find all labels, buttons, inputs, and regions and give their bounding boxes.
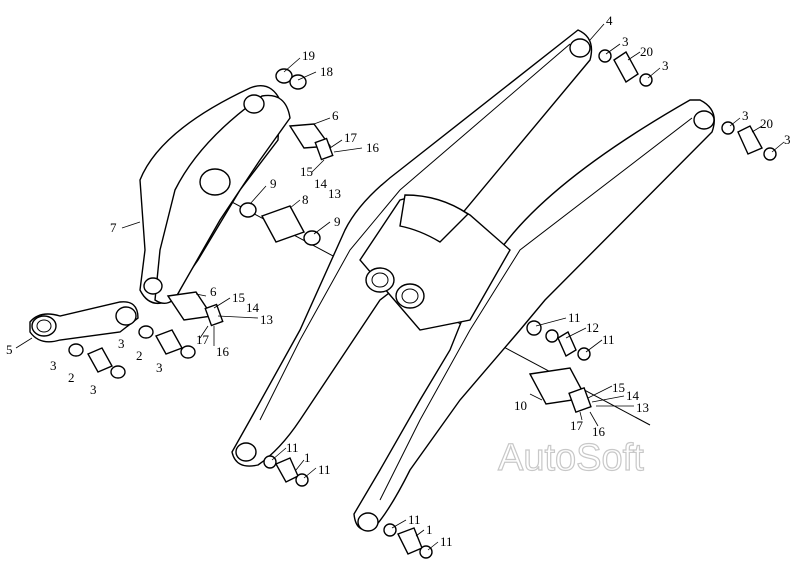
callout-3: 3 [784, 132, 791, 147]
callout-3: 3 [662, 58, 669, 73]
callout-4: 4 [606, 13, 613, 28]
callout-11: 11 [568, 310, 581, 325]
callout-11: 11 [286, 440, 299, 455]
callout-7: 7 [110, 220, 117, 235]
bellcrank [139, 85, 291, 304]
callout-11: 11 [440, 534, 453, 549]
callout-5: 5 [6, 342, 13, 357]
callout-2: 2 [68, 370, 75, 385]
callout-labels: 4 3 20 3 3 20 3 19 18 6 17 16 15 14 13 9… [6, 13, 791, 549]
callout-17: 17 [196, 332, 210, 347]
callout-13: 13 [260, 312, 273, 327]
callout-15: 15 [232, 290, 245, 305]
callout-9: 9 [334, 214, 341, 229]
callout-14: 14 [626, 388, 640, 403]
callout-17: 17 [570, 418, 584, 433]
callout-16: 16 [592, 424, 606, 439]
callout-2: 2 [136, 348, 143, 363]
link-rod [29, 301, 139, 343]
callout-14: 14 [246, 300, 260, 315]
callout-18: 18 [320, 64, 333, 79]
lift-arm-front [353, 99, 715, 532]
callout-16: 16 [216, 344, 230, 359]
callout-17: 17 [344, 130, 358, 145]
callout-8: 8 [302, 192, 309, 207]
callout-19: 19 [302, 48, 315, 63]
autosoft-watermark: AutoSoft [498, 437, 644, 479]
callout-3: 3 [156, 360, 163, 375]
callout-11: 11 [408, 512, 421, 527]
callout-16: 16 [366, 140, 380, 155]
callout-13: 13 [636, 400, 649, 415]
callout-6: 6 [332, 108, 339, 123]
callout-11: 11 [318, 462, 331, 477]
callout-10: 10 [514, 398, 527, 413]
callout-20: 20 [760, 116, 773, 131]
callout-14: 14 [314, 176, 328, 191]
callout-6: 6 [210, 284, 217, 299]
callout-3: 3 [742, 108, 749, 123]
callout-1: 1 [426, 522, 433, 537]
callout-13: 13 [328, 186, 341, 201]
callout-3: 3 [50, 358, 57, 373]
callout-12: 12 [586, 320, 599, 335]
callout-20: 20 [640, 44, 653, 59]
cross-tube [359, 194, 511, 331]
callout-3: 3 [622, 34, 629, 49]
callout-15: 15 [612, 380, 625, 395]
callout-3: 3 [90, 382, 97, 397]
hardware-parts [68, 49, 777, 559]
leader-lines [15, 23, 785, 551]
callout-1: 1 [304, 450, 311, 465]
callout-15: 15 [300, 164, 313, 179]
callout-11: 11 [602, 332, 615, 347]
callout-3: 3 [118, 336, 125, 351]
callout-9: 9 [270, 176, 277, 191]
